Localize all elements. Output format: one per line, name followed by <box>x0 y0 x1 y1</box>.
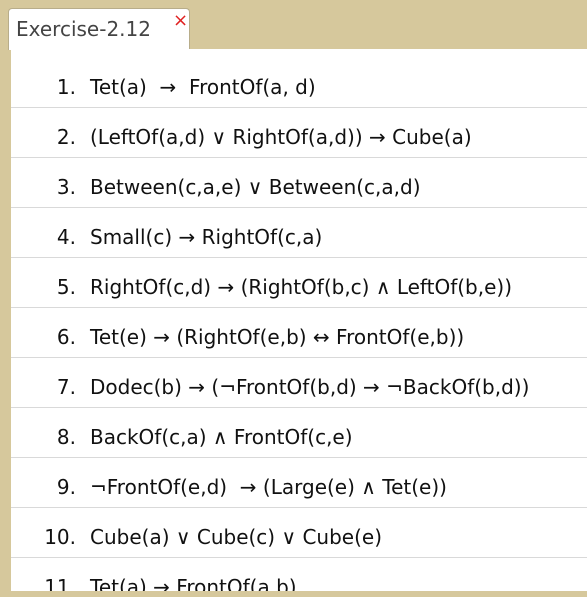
tab-title[interactable]: Exercise-2.12 <box>16 17 151 41</box>
formula-text: ¬FrontOf(e,d) → (Large(e) ∧ Tet(e)) <box>90 475 447 499</box>
formula-number: 5. <box>56 275 76 299</box>
formula-row[interactable]: 1. Tet(a) → FrontOf(a, d) <box>11 49 587 108</box>
formula-text: Tet(e) → (RightOf(e,b) ↔ FrontOf(e,b)) <box>90 325 465 349</box>
window-bottom-edge <box>0 591 587 597</box>
formula-row[interactable]: 10. Cube(a) ∨ Cube(c) ∨ Cube(e) <box>11 508 587 558</box>
formula-list: 1. Tet(a) → FrontOf(a, d) 2. (LeftOf(a,d… <box>11 49 587 591</box>
formula-text: Dodec(b) → (¬FrontOf(b,d) → ¬BackOf(b,d)… <box>90 375 530 399</box>
formula-row[interactable]: 6. Tet(e) → (RightOf(e,b) ↔ FrontOf(e,b)… <box>11 308 587 358</box>
formula-number: 10. <box>44 525 76 549</box>
formula-row[interactable]: 2. (LeftOf(a,d) ∨ RightOf(a,d)) → Cube(a… <box>11 108 587 158</box>
formula-row[interactable]: 7. Dodec(b) → (¬FrontOf(b,d) → ¬BackOf(b… <box>11 358 587 408</box>
formula-text: Between(c,a,e) ∨ Between(c,a,d) <box>90 175 421 199</box>
formula-text: RightOf(c,d) → (RightOf(b,c) ∧ LeftOf(b,… <box>90 275 513 299</box>
formula-row[interactable]: 11. Tet(a) → FrontOf(a,b) <box>11 558 587 591</box>
formula-row[interactable]: 5. RightOf(c,d) → (RightOf(b,c) ∧ LeftOf… <box>11 258 587 308</box>
formula-text: BackOf(c,a) ∧ FrontOf(c,e) <box>90 425 353 449</box>
sentence-panel: 1. Tet(a) → FrontOf(a, d) 2. (LeftOf(a,d… <box>11 49 587 591</box>
close-icon[interactable]: × <box>173 10 189 31</box>
formula-number: 2. <box>56 125 76 149</box>
formula-text: (LeftOf(a,d) ∨ RightOf(a,d)) → Cube(a) <box>90 125 472 149</box>
formula-number: 3. <box>56 175 76 199</box>
formula-number: 1. <box>56 75 76 99</box>
formula-row[interactable]: 8. BackOf(c,a) ∧ FrontOf(c,e) <box>11 408 587 458</box>
tab-exercise[interactable]: Exercise-2.12 × <box>8 8 190 50</box>
formula-text: Tet(a) → FrontOf(a,b) <box>90 575 297 591</box>
formula-text: Cube(a) ∨ Cube(c) ∨ Cube(e) <box>90 525 383 549</box>
formula-text: Small(c) → RightOf(c,a) <box>90 225 323 249</box>
formula-number: 7. <box>56 375 76 399</box>
formula-row[interactable]: 3. Between(c,a,e) ∨ Between(c,a,d) <box>11 158 587 208</box>
formula-row[interactable]: 9. ¬FrontOf(e,d) → (Large(e) ∧ Tet(e)) <box>11 458 587 508</box>
formula-number: 4. <box>56 225 76 249</box>
formula-number: 6. <box>56 325 76 349</box>
formula-number: 8. <box>56 425 76 449</box>
formula-number: 11. <box>44 575 76 591</box>
formula-text: Tet(a) → FrontOf(a, d) <box>90 75 316 99</box>
formula-number: 9. <box>56 475 76 499</box>
formula-row[interactable]: 4. Small(c) → RightOf(c,a) <box>11 208 587 258</box>
